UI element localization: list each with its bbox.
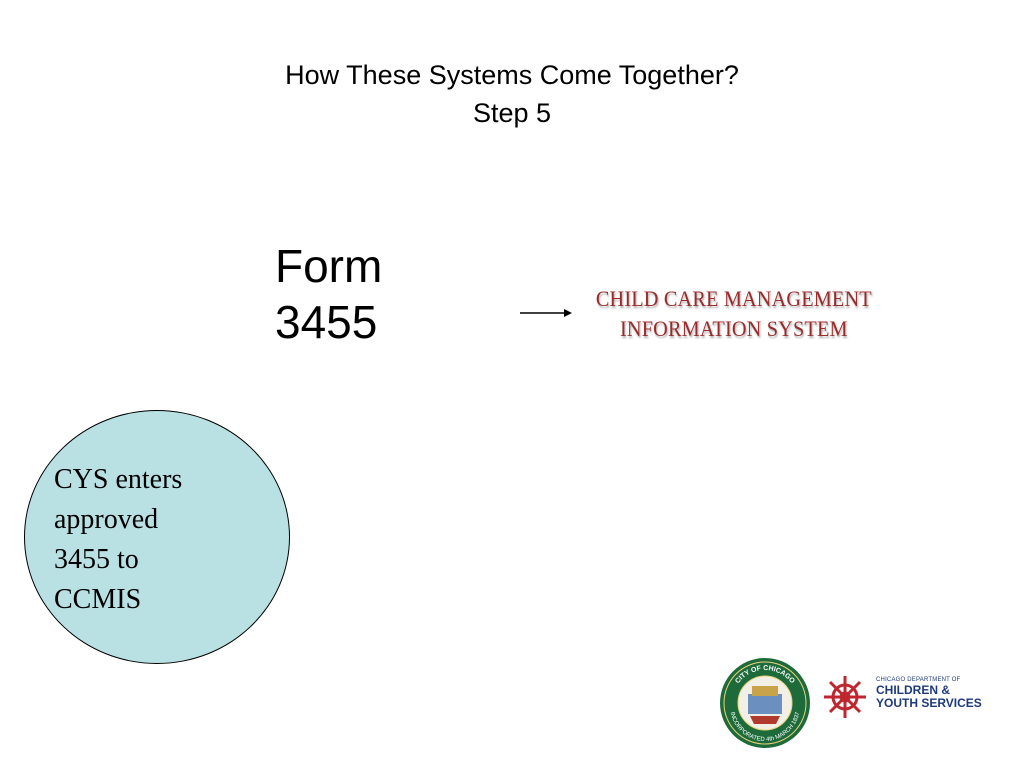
step-text-line-2: approved: [54, 504, 159, 535]
ship-wheel-icon: [824, 676, 866, 718]
slide-title: How These Systems Come Together? Step 5: [0, 56, 1024, 132]
form-label-line-1: Form: [275, 240, 383, 292]
ccmis-logo-line-1: CHILD CARE MANAGEMENT: [595, 286, 872, 311]
city-of-chicago-seal-logo: CITY OF CHICAGO INCORPORATED 4th MARCH 1…: [720, 658, 810, 748]
dcys-line-1: CHILDREN &: [876, 683, 950, 697]
dcys-logo-text: CHICAGO DEPARTMENT OF CHILDREN & YOUTH S…: [876, 676, 982, 710]
step-circle: [24, 410, 290, 664]
form-label: Form 3455: [275, 238, 382, 350]
dcys-line-2: YOUTH SERVICES: [876, 696, 982, 710]
step-text-line-1: CYS enters: [54, 464, 183, 495]
ccmis-logo-line-2: INFORMATION SYSTEM: [620, 316, 848, 341]
dcys-small-text: CHICAGO DEPARTMENT OF: [876, 677, 961, 683]
step-text-line-3: 3455 to: [54, 544, 139, 575]
dcys-logo: CHICAGO DEPARTMENT OF CHILDREN & YOUTH S…: [822, 672, 1012, 722]
step-text: CYS enters approved 3455 to CCMIS: [54, 460, 234, 620]
step-text-line-4: CCMIS: [54, 584, 142, 615]
ccmis-logo: CHILD CARE MANAGEMENT INFORMATION SYSTEM: [594, 284, 874, 344]
arrow-icon: [520, 309, 572, 317]
title-line-2: Step 5: [472, 98, 552, 128]
form-label-line-2: 3455: [275, 296, 378, 348]
title-line-1: How These Systems Come Together?: [285, 60, 739, 90]
